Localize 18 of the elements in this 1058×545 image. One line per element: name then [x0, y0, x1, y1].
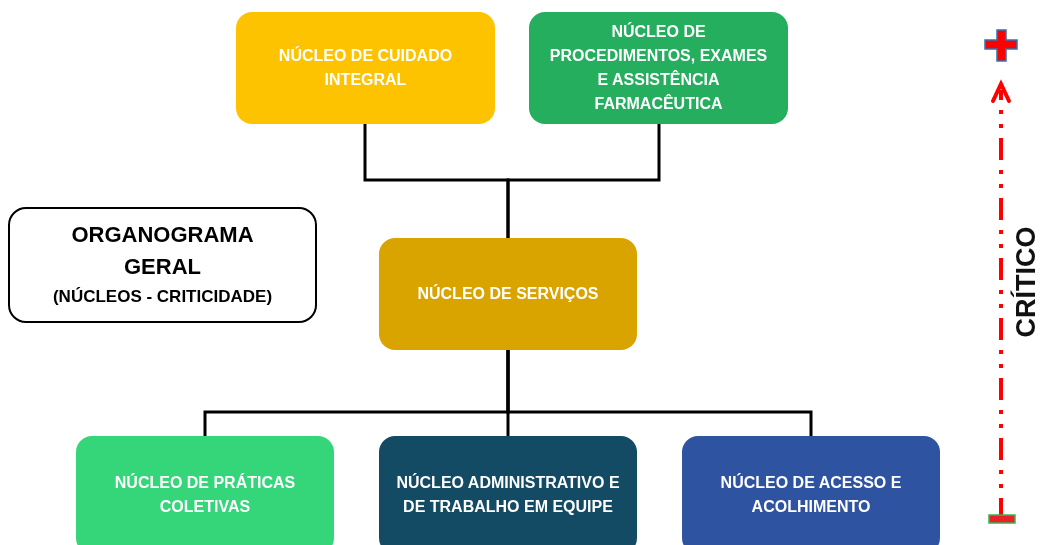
unit-box — [76, 436, 334, 545]
unit-name: NÚCLEO DE ACESSO E ACOLHIMENTO — [719, 472, 903, 517]
unit-name: NÚCLEO DE SERVIÇOS — [417, 283, 599, 304]
title-text: (NÚCLEOS - CRITICIDADE) — [52, 286, 273, 308]
axis-label: CRÍTICO — [1010, 226, 1042, 338]
unit-name: NÚCLEO DE PROCEDIMENTOS, EXAMES E ASSISTÊNCIA FARMACÊUTICA — [548, 21, 769, 114]
unit-name: NÚCLEO DE CUIDADO INTEGRAL — [277, 45, 454, 90]
title-text: ORGANOGRAMA GERAL — [70, 221, 255, 281]
unit-box — [379, 238, 637, 350]
connector-line — [506, 350, 813, 436]
unit-box — [379, 436, 637, 545]
unit-box — [236, 12, 495, 124]
unit-box — [682, 436, 940, 545]
unit-name: NÚCLEO DE PRÁTICAS COLETIVAS — [113, 472, 297, 517]
connector-line — [506, 124, 661, 238]
title-box — [8, 207, 317, 323]
unit-name: NÚCLEO ADMINISTRATIVO E DE TRABALHO EM EQUIPE — [395, 472, 621, 517]
unit-box — [529, 12, 788, 124]
